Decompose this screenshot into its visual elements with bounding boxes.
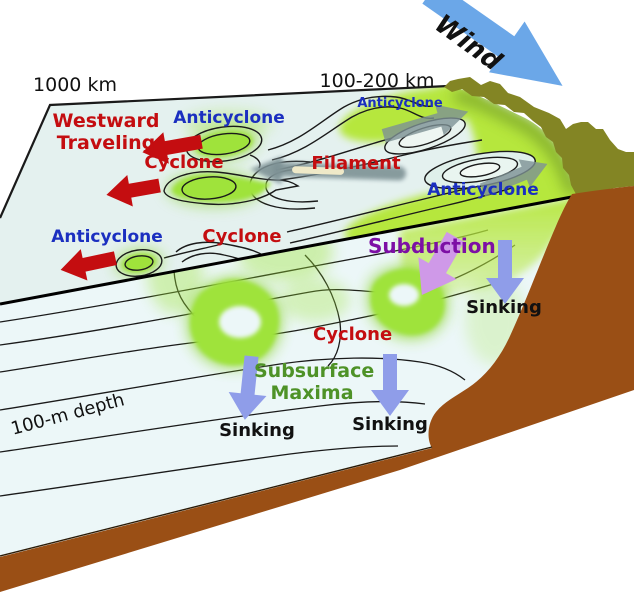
- wind-arrow: [422, 0, 563, 86]
- westward-arrows: [60, 132, 203, 281]
- coastal-land: [444, 77, 634, 196]
- ocean-surface-plane: [0, 84, 577, 304]
- subsurface-maximum-left: [187, 276, 282, 368]
- sinking-arrow-right: [486, 240, 524, 304]
- westward-arrow-top: [142, 132, 203, 164]
- sinking-arrow-left: [228, 355, 267, 420]
- flow-arrow-upper: [381, 104, 469, 143]
- surface-eddies: [115, 111, 300, 278]
- continental-slope: [0, 186, 634, 592]
- sinking-arrows: [228, 240, 524, 420]
- filament-band: [250, 156, 406, 185]
- subduction-arrow: [418, 231, 465, 295]
- westward-arrow-middle: [106, 174, 161, 207]
- flow-arrow-lower: [479, 159, 548, 197]
- westward-arrow-bottom: [60, 249, 117, 281]
- sinking-arrow-middle: [371, 354, 409, 416]
- surface-front-edge: [0, 194, 578, 306]
- flow-arrows: [381, 104, 548, 197]
- surface-outline: [0, 84, 449, 219]
- seafloor-edge-line: [0, 446, 433, 557]
